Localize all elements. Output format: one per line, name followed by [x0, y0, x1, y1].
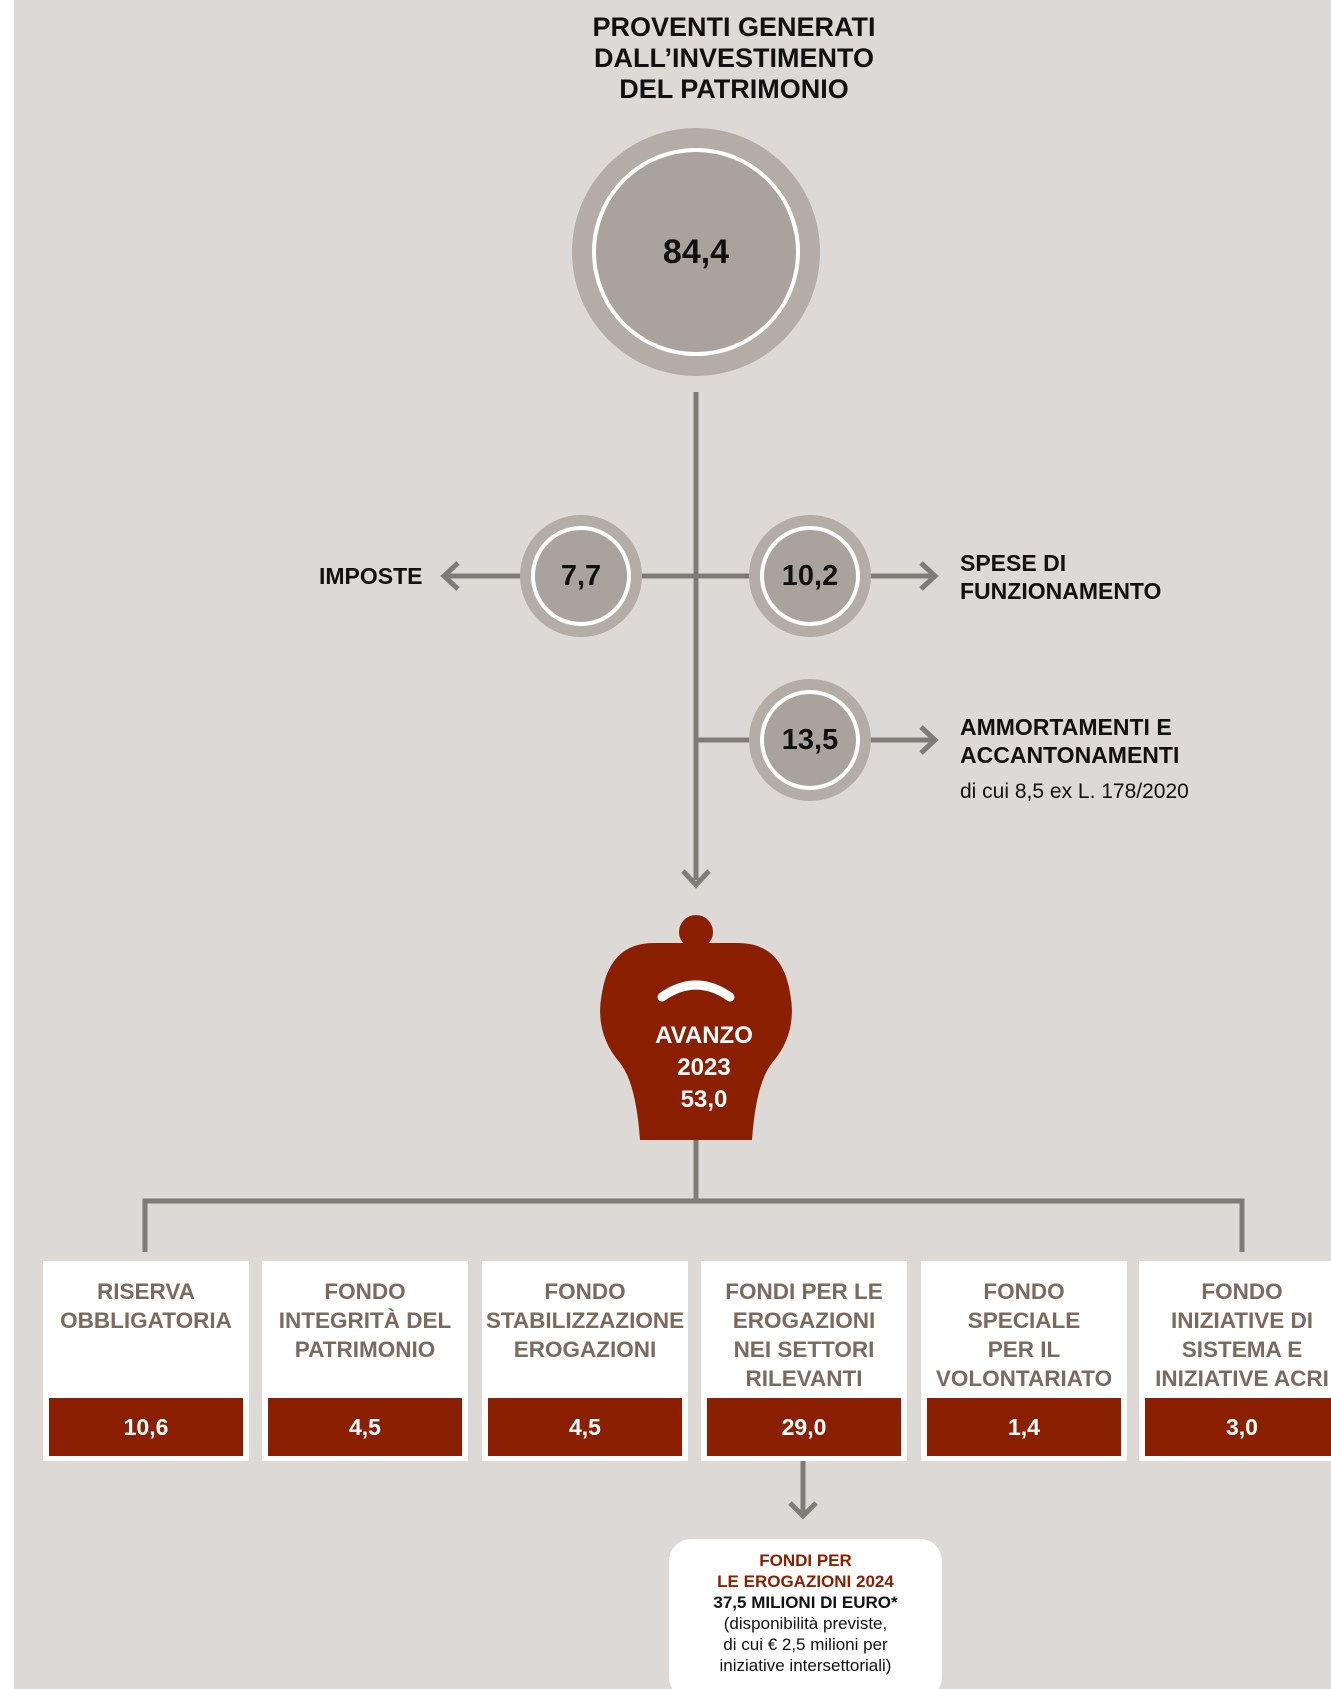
fund-label: FONDO INIZIATIVE DI SISTEMA E INIZIATIVE…	[1155, 1279, 1329, 1391]
distribution-bracket	[142, 1198, 1245, 1252]
main-down-arrow	[681, 869, 711, 889]
fund-label: RISERVA OBBLIGATORIA	[60, 1279, 232, 1333]
avanzo-text: AVANZO 2023 53,0	[574, 1020, 834, 1116]
spese-ring: 10,2	[749, 515, 871, 637]
erogazioni-2024-card: FONDI PER LE EROGAZIONI 2024 37,5 MILION…	[669, 1539, 942, 1689]
avanzo-label: AVANZO	[655, 1022, 753, 1049]
total-ring: 84,4	[572, 128, 820, 376]
piggy-bank-icon	[600, 915, 792, 1140]
spese-label: SPESE DI FUNZIONAMENTO	[960, 550, 1162, 604]
fund-value: 1,4	[927, 1398, 1121, 1456]
fund-value: 4,5	[488, 1398, 682, 1456]
spese-value: 10,2	[760, 526, 860, 626]
imposte-arrow	[440, 561, 460, 591]
ammortamenti-label: AMMORTAMENTI E ACCANTONAMENTI	[960, 714, 1180, 768]
erogazioni-2024-title: FONDI PER LE EROGAZIONI 2024	[717, 1551, 894, 1591]
settori-down-arrow	[788, 1501, 818, 1520]
fund-box-riserva-obbligatoria: RISERVA OBBLIGATORIA 10,6	[43, 1261, 249, 1461]
diagram-canvas: PROVENTI GENERATI DALL’INVESTIMENTO DEL …	[14, 0, 1331, 1689]
ammortamenti-note: di cui 8,5 ex L. 178/2020	[960, 780, 1189, 803]
total-value: 84,4	[592, 148, 800, 356]
erogazioni-2024-amount: 37,5 MILIONI DI EURO*	[713, 1593, 898, 1612]
fund-box-stabilizzazione-erogazioni: FONDO STABILIZZAZIONE EROGAZIONI 4,5	[482, 1261, 688, 1461]
fund-box-iniziative-sistema-acri: FONDO INIZIATIVE DI SISTEMA E INIZIATIVE…	[1139, 1261, 1331, 1461]
fund-value: 29,0	[707, 1398, 901, 1456]
fund-box-integrita-patrimonio: FONDO INTEGRITÀ DEL PATRIMONIO 4,5	[262, 1261, 468, 1461]
avanzo-year: 2023	[677, 1054, 731, 1081]
fund-box-volontariato: FONDO SPECIALE PER IL VOLONTARIATO 1,4	[921, 1261, 1127, 1461]
fund-box-settori-rilevanti: FONDI PER LE EROGAZIONI NEI SETTORI RILE…	[701, 1261, 907, 1461]
fund-label: FONDI PER LE EROGAZIONI NEI SETTORI RILE…	[725, 1279, 883, 1391]
fund-label: FONDO STABILIZZAZIONE EROGAZIONI	[485, 1279, 685, 1362]
fund-value: 3,0	[1145, 1398, 1331, 1456]
spese-arrow	[919, 561, 939, 591]
fund-label: FONDO SPECIALE PER IL VOLONTARIATO	[935, 1279, 1113, 1391]
ammortamenti-value: 13,5	[760, 690, 860, 790]
ammortamenti-arrow	[919, 725, 939, 755]
imposte-value: 7,7	[531, 526, 631, 626]
fund-label: FONDO INTEGRITÀ DEL PATRIMONIO	[278, 1279, 452, 1362]
diagram-title: PROVENTI GENERATI DALL’INVESTIMENTO DEL …	[592, 12, 876, 104]
imposte-label: IMPOSTE	[319, 563, 423, 589]
ammortamenti-ring: 13,5	[749, 679, 871, 801]
avanzo-value: 53,0	[680, 1086, 728, 1113]
fund-value: 10,6	[49, 1398, 243, 1456]
erogazioni-2024-note: (disponibilità previste, di cui € 2,5 mi…	[719, 1614, 892, 1675]
imposte-ring: 7,7	[520, 515, 642, 637]
fund-value: 4,5	[268, 1398, 462, 1456]
